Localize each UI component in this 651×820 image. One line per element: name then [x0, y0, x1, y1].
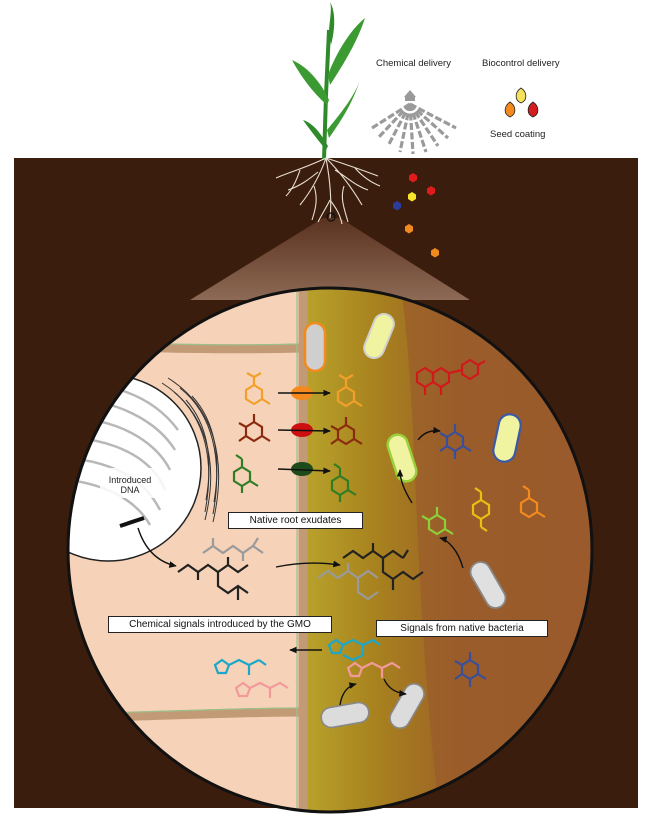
- introduced-dna-line1: Introduced: [108, 475, 152, 485]
- molecule-icon: [317, 563, 379, 601]
- molecule-icon: [213, 658, 267, 675]
- molecule-icon: [346, 661, 401, 678]
- root-system: [275, 157, 381, 225]
- sprayer-icon: [371, 90, 457, 155]
- endoplasmic-reticulum: [161, 377, 220, 523]
- falling-compounds: [393, 173, 439, 258]
- molecule-icon: [336, 374, 363, 408]
- molecule-icon: [342, 543, 424, 590]
- molecule-icon: [177, 557, 249, 600]
- molecule-icon: [234, 681, 289, 698]
- bacterium-icon: [389, 683, 425, 729]
- bacterium-icon: [386, 433, 418, 483]
- gmo-signals-box: Chemical signals introduced by the GMO: [108, 616, 332, 633]
- seed-coating-label: Seed coating: [490, 129, 546, 140]
- molecule-icon: [330, 463, 357, 502]
- molecule-icon: [415, 358, 486, 395]
- bacterium-icon: [492, 413, 522, 463]
- molecule-icon: [238, 414, 271, 443]
- zoom-cone: [190, 218, 470, 300]
- molecule-icon: [454, 652, 487, 687]
- molecule-icon: [471, 487, 491, 532]
- molecule-icon: [327, 638, 381, 662]
- dna-icon: [119, 516, 145, 528]
- nucleus-icon: [68, 374, 202, 562]
- native-bacteria-signals-box: Signals from native bacteria: [376, 620, 548, 637]
- zoom-circle-border: [66, 286, 594, 814]
- bacteria: [303, 312, 522, 729]
- native-root-exudates-box: Native root exudates: [228, 512, 363, 529]
- molecule-icon: [202, 537, 264, 561]
- seed-coating-icon: [504, 87, 539, 118]
- bacterium-icon: [320, 701, 370, 729]
- introduced-dna-line2: DNA: [120, 485, 140, 495]
- molecule-icon: [439, 424, 472, 459]
- bacterium-icon: [303, 321, 327, 373]
- biocontrol-delivery-label: Biocontrol delivery: [482, 58, 560, 69]
- molecule-icon: [330, 417, 363, 446]
- chemical-delivery-label: Chemical delivery: [376, 58, 451, 69]
- transporter-icon: [291, 462, 313, 476]
- zoom-target-ring: [326, 212, 336, 222]
- molecule-icon: [232, 454, 259, 493]
- molecule-icon: [421, 507, 454, 536]
- introduced-dna-label: Introduced DNA: [106, 475, 154, 495]
- molecule-icon: [519, 485, 546, 519]
- bacterium-icon: [363, 312, 395, 360]
- corn-plant-icon: [292, 2, 365, 161]
- molecules: [177, 358, 546, 698]
- molecule-icon: [244, 372, 271, 406]
- bacterium-icon: [469, 561, 507, 609]
- arrows: [137, 389, 464, 706]
